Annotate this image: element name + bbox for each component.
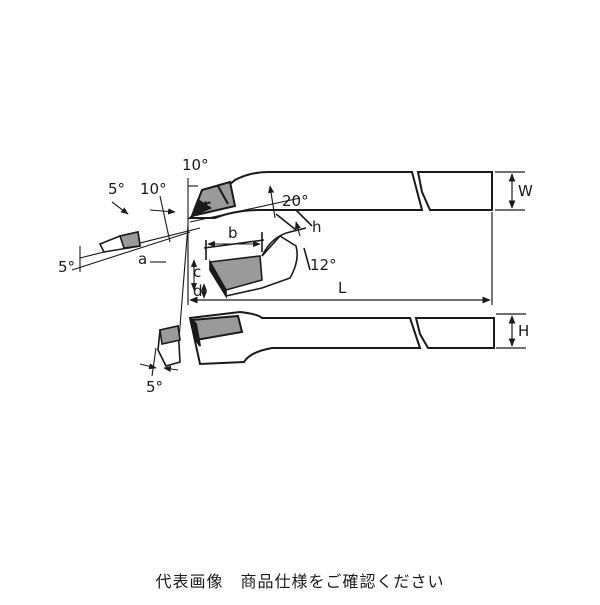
side-tip-edge [190, 316, 201, 347]
label-deg5-top: 5° [108, 180, 125, 198]
angle-5-bottom [139, 347, 179, 377]
side-shank-end [414, 317, 495, 349]
label-deg10-top: 10° [182, 156, 209, 174]
dimension-h [496, 313, 526, 349]
label-deg20: 20° [282, 192, 309, 210]
label-h-dim: H [518, 322, 529, 340]
side-shank-outline [188, 310, 422, 366]
side-view [188, 310, 495, 366]
top-view [187, 171, 493, 219]
top-shank-end [416, 171, 493, 211]
label-deg5-bottom: 5° [146, 378, 163, 396]
label-l: L [338, 279, 347, 297]
label-deg5-left: 5° [58, 258, 75, 276]
detail-section [203, 209, 313, 299]
label-w: W [518, 182, 533, 200]
label-r: r [203, 196, 211, 214]
dimension-l [187, 212, 493, 305]
left-tip-section [98, 231, 141, 253]
caption: 代表画像 商品仕様をご確認ください [155, 572, 445, 591]
label-deg12: 12° [310, 256, 337, 274]
top-tip-edge [190, 198, 213, 218]
label-d: d [193, 282, 203, 300]
top-tip-line [217, 185, 229, 205]
label-a: a [138, 250, 147, 268]
label-b: b [228, 224, 238, 242]
angle-10-top [177, 178, 198, 353]
bottom-tip-section [157, 325, 181, 367]
label-h: h [312, 218, 322, 236]
label-deg10-left: 10° [140, 180, 167, 198]
dimension-w [495, 171, 525, 211]
side-carbide-tip [190, 314, 244, 342]
label-c: c [193, 263, 201, 281]
angle-20 [189, 185, 301, 223]
detail-arrows [190, 221, 301, 299]
